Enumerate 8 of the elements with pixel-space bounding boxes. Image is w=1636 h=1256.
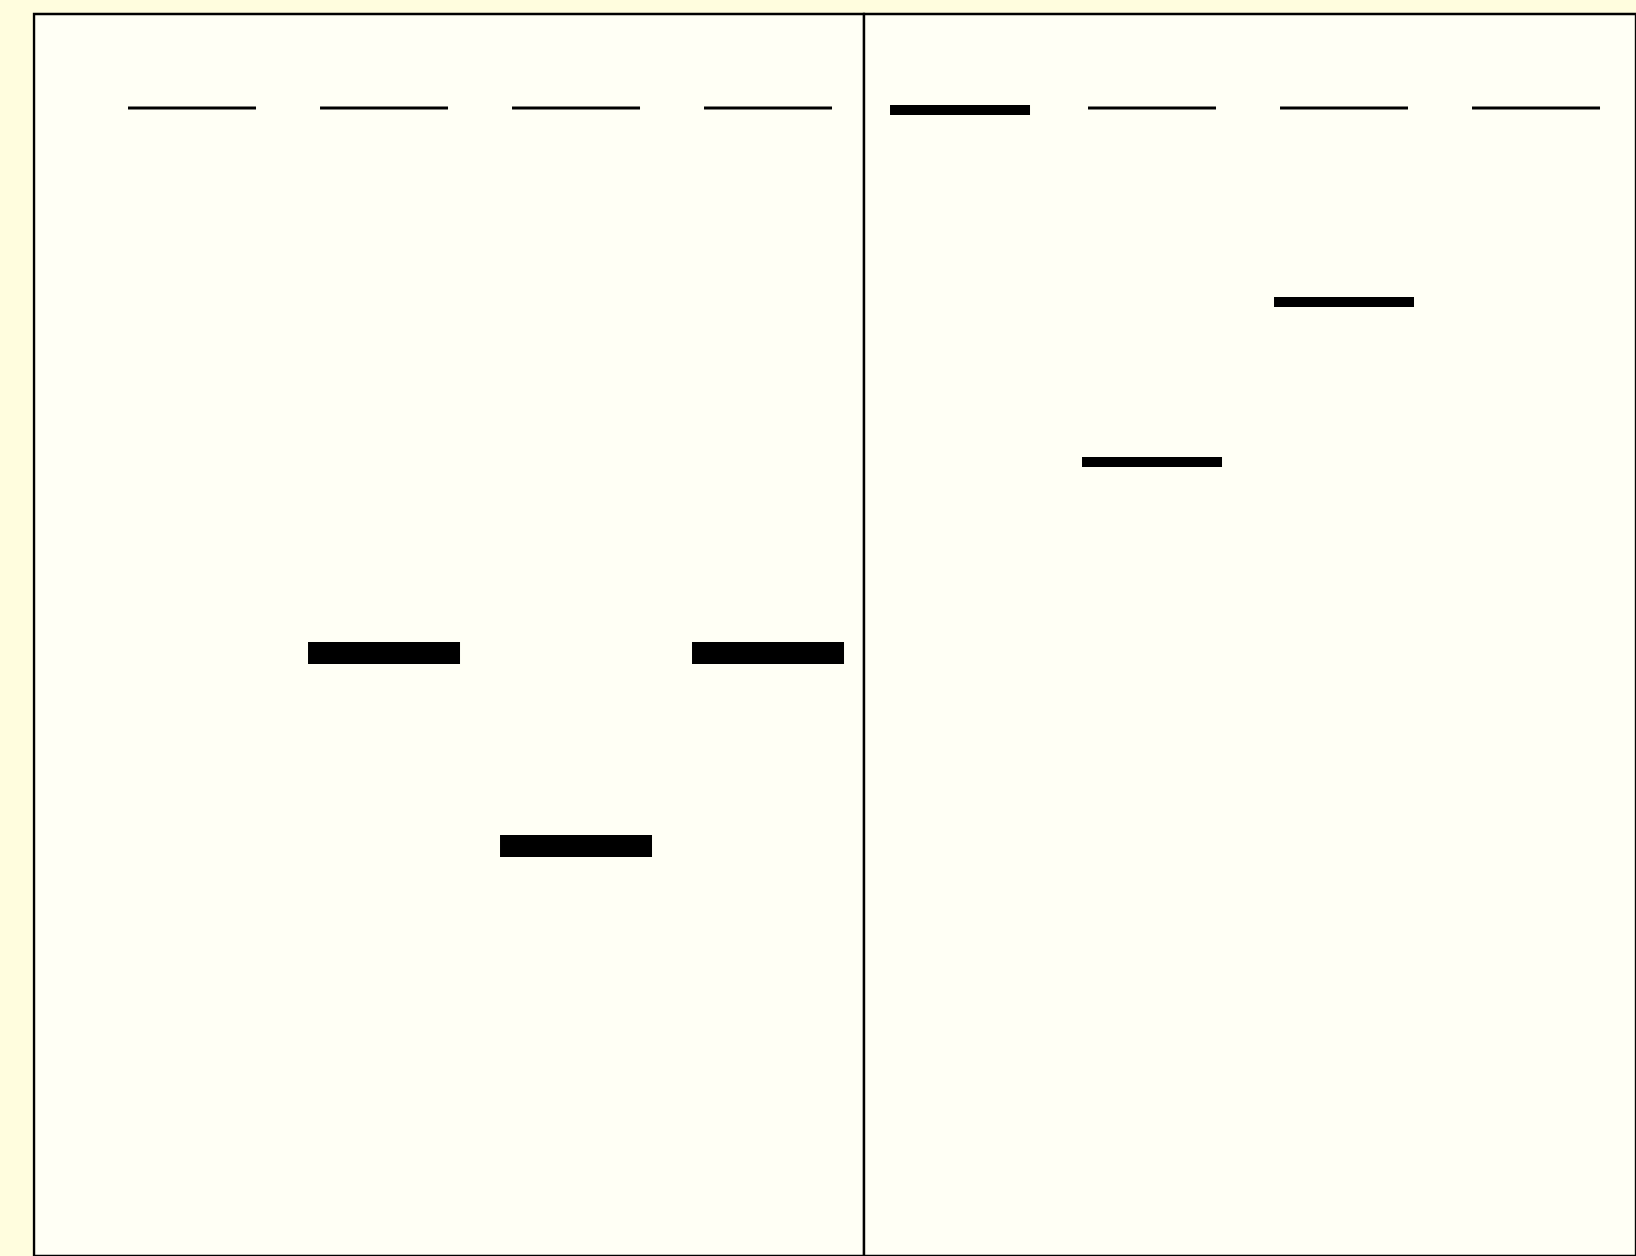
gel-band [1082, 457, 1222, 467]
gel-panel [32, 12, 866, 1256]
gel-band [1274, 297, 1414, 307]
gel-panel [862, 12, 1636, 1256]
gel-band [308, 642, 460, 664]
gel-band [692, 642, 844, 664]
gel-band [890, 105, 1030, 115]
gel-band [500, 835, 652, 857]
